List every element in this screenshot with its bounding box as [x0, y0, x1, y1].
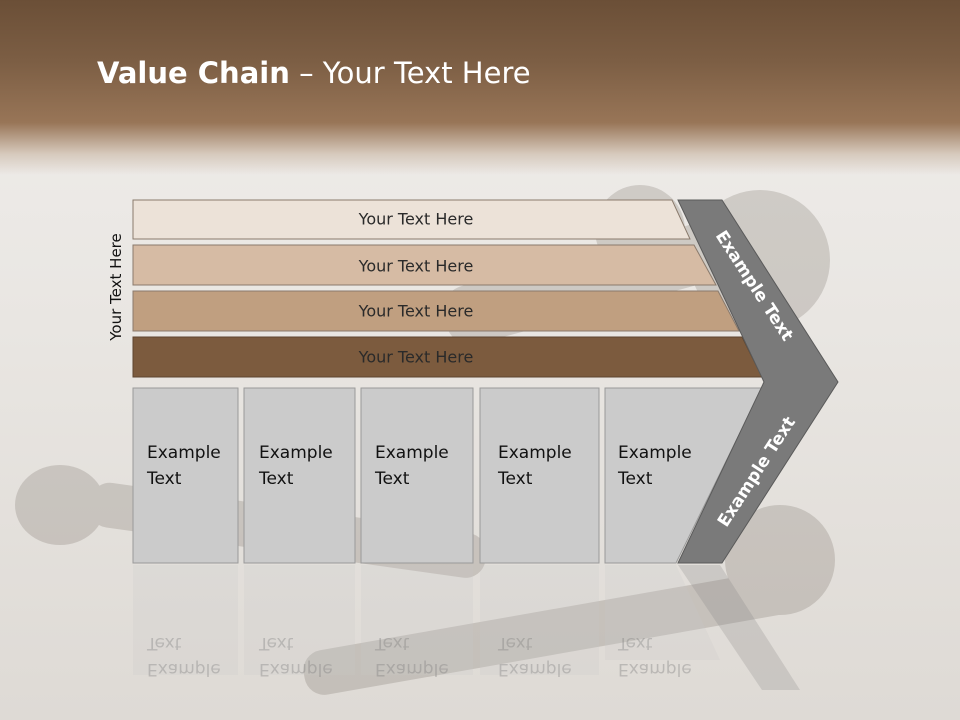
arrow-reflection [678, 565, 800, 690]
bar-2-label: Your Text Here [358, 256, 474, 276]
box-1[interactable] [132, 387, 239, 564]
box-reflection [244, 565, 355, 675]
bar-2[interactable] [132, 244, 717, 286]
box-reflection [480, 565, 599, 675]
box-reflection [133, 565, 238, 675]
bar-1[interactable] [132, 199, 691, 240]
box-3[interactable] [360, 387, 474, 564]
bar-1-label: Your Text Here [358, 209, 474, 229]
box-reflection [605, 565, 720, 660]
bar-3-label: Your Text Here [358, 301, 474, 321]
box-4[interactable] [479, 387, 600, 564]
bar-3[interactable] [132, 290, 740, 332]
title-bold: Value Chain [97, 56, 290, 90]
box-reflection [361, 565, 473, 675]
page-title: Value Chain – Your Text Here [97, 56, 531, 90]
box-5[interactable] [604, 387, 763, 564]
header-band [0, 0, 960, 175]
chevron-arrow[interactable] [677, 199, 839, 564]
bar-4-label: Your Text Here [358, 347, 474, 367]
title-rest: – Your Text Here [289, 56, 531, 90]
box-2[interactable] [243, 387, 356, 564]
